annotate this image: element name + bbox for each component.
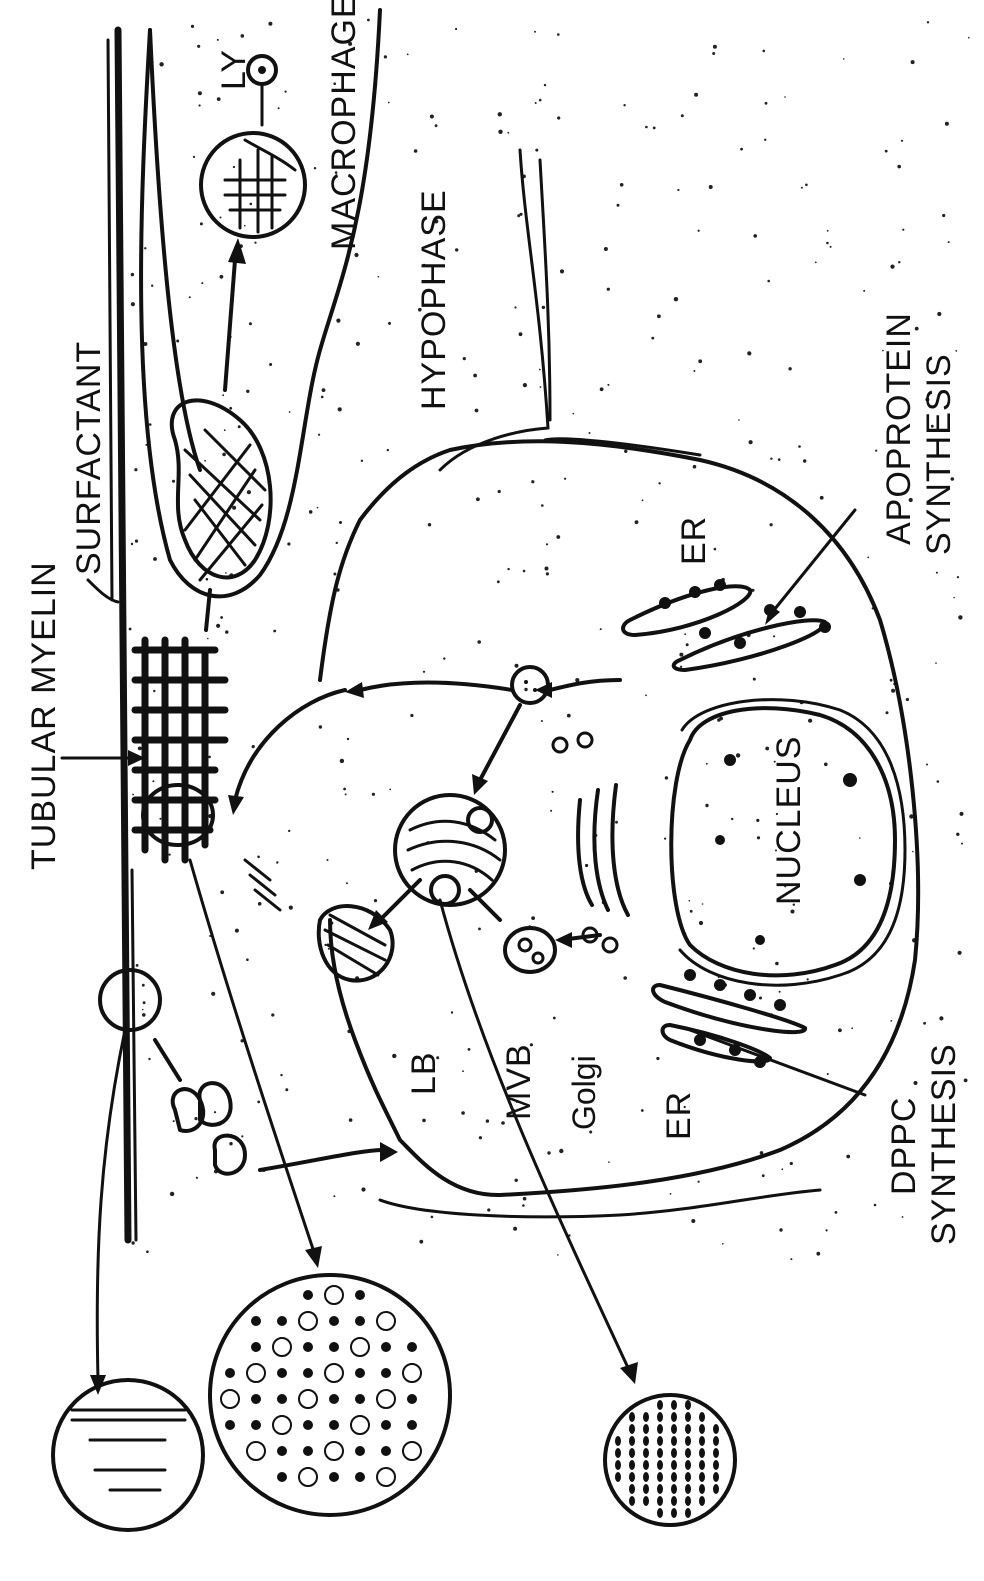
label-er-bottom: ER: [660, 1091, 698, 1140]
label-surfactant: SURFACTANT: [70, 341, 108, 575]
label-nucleus: NUCLEUS: [770, 736, 808, 905]
surfactant-pointer: [88, 580, 118, 602]
er-top: [623, 579, 831, 670]
label-lb: LB: [405, 1051, 443, 1095]
detail-circle-surface-film: [53, 1380, 203, 1530]
surfactant-film: [108, 30, 136, 1240]
recycling-pathway: [100, 970, 398, 1174]
secreting-lamellar-body: [245, 860, 393, 981]
detail-circle-lamellar-stacks: [605, 1395, 735, 1525]
dppc-pointer: [690, 1030, 865, 1095]
label-ly: LY: [215, 49, 253, 90]
hypophase-boundary: [440, 150, 548, 470]
multivesicular-body: [505, 928, 555, 972]
macrophage-secondary-body: [201, 133, 305, 237]
label-apoprotein-synthesis: SYNTHESIS: [920, 353, 958, 555]
transport-vesicle: [512, 667, 548, 703]
label-tubular-myelin: TUBULAR MYELIN: [25, 561, 63, 870]
label-dppc: DPPC: [885, 1097, 923, 1195]
label-apoprotein: APOPROTEIN: [880, 312, 918, 545]
golgi-stack: [553, 733, 628, 952]
label-hypophase: HYPOPHASE: [415, 189, 453, 410]
label-er-top: ER: [675, 516, 713, 565]
label-mvb: MVB: [500, 1043, 538, 1120]
apoprotein-pointer: [770, 510, 855, 615]
label-macrophage: MACROPHAGE: [325, 0, 363, 250]
tubular-myelin-lattice: [62, 640, 225, 860]
pathway-arrows: [228, 680, 620, 948]
label-golgi: Golgi: [566, 1055, 602, 1130]
label-dppc-synthesis: SYNTHESIS: [925, 1043, 963, 1245]
detail-circle-tubular-myelin: [210, 1275, 450, 1515]
